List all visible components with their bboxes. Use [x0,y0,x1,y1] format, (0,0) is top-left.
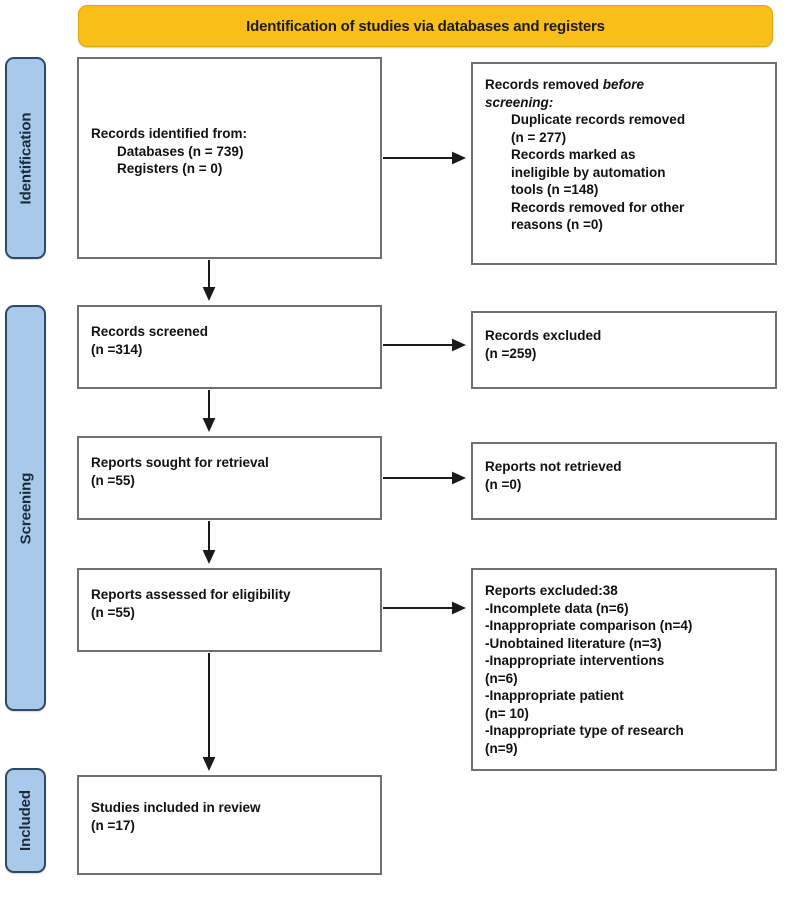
box-records-screened: Records screened (n =314) [77,305,382,389]
box-reports-assessed: Reports assessed for eligibility (n =55) [77,568,382,652]
box-records-excluded: Records excluded (n =259) [471,311,777,389]
records-screened-label: Records screened [91,324,209,339]
box-reports-not-retrieved: Reports not retrieved (n =0) [471,442,777,520]
reports-assessed-label: Reports assessed for eligibility [91,587,291,602]
records-removed-heading-before: before [602,77,645,92]
box-records-removed-text: Records removed before screening: Duplic… [485,76,767,234]
reports-sought-n: (n =55) [91,472,135,488]
reports-not-retrieved-n: (n =0) [485,476,522,492]
box-records-screened-text: Records screened (n =314) [91,323,372,358]
box-records-identified: Records identified from: Databases (n = … [77,57,382,259]
box-records-excluded-text: Records excluded (n =259) [485,327,767,362]
reports-excluded-reason-4-n: (n=6) [485,670,518,686]
records-excluded-n: (n =259) [485,345,537,361]
reports-excluded-reason-4: -Inappropriate interventions [485,653,665,669]
stage-label-included: Included [5,768,46,873]
box-reports-excluded: Reports excluded:38 -Incomplete data (n=… [471,568,777,771]
records-removed-automation-2: ineligible by automation [511,164,666,180]
box-reports-not-retrieved-text: Reports not retrieved (n =0) [485,458,767,493]
box-records-identified-text: Records identified from: Databases (n = … [91,125,372,178]
header-title: Identification of studies via databases … [246,17,605,35]
records-identified-registers: Registers (n = 0) [117,161,223,177]
reports-assessed-n: (n =55) [91,604,135,620]
records-removed-other-1: Records removed for other [511,199,685,215]
header-banner: Identification of studies via databases … [78,5,773,47]
box-reports-sought-text: Reports sought for retrieval (n =55) [91,454,372,489]
stage-label-included-text: Included [17,790,34,851]
records-excluded-label: Records excluded [485,328,602,343]
stage-label-screening: Screening [5,305,46,711]
records-screened-n: (n =314) [91,341,143,357]
box-reports-sought: Reports sought for retrieval (n =55) [77,436,382,520]
reports-excluded-reason-2: -Inappropriate comparison (n=4) [485,618,693,634]
reports-excluded-reason-1: -Incomplete data (n=6) [485,600,629,616]
records-removed-automation-n: tools (n =148) [511,182,599,198]
records-removed-automation-1: Records marked as [511,147,636,163]
stage-label-identification: Identification [5,57,46,259]
box-studies-included: Studies included in review (n =17) [77,775,382,875]
reports-excluded-reason-3: -Unobtained literature (n=3) [485,635,662,651]
reports-excluded-reason-6: -Inappropriate type of research [485,723,684,739]
records-removed-duplicates: Duplicate records removed [511,112,686,128]
stage-label-identification-text: Identification [17,112,34,204]
records-removed-heading-a: Records removed [485,77,603,92]
reports-sought-label: Reports sought for retrieval [91,455,269,470]
records-identified-databases: Databases (n = 739) [117,143,244,159]
records-removed-duplicates-n: (n = 277) [511,129,567,145]
box-reports-excluded-text: Reports excluded:38 -Incomplete data (n=… [485,582,767,757]
box-studies-included-text: Studies included in review (n =17) [91,799,372,834]
box-reports-assessed-text: Reports assessed for eligibility (n =55) [91,586,372,621]
studies-included-n: (n =17) [91,817,135,833]
stage-label-screening-text: Screening [17,472,34,544]
reports-excluded-reason-5: -Inappropriate patient [485,688,624,704]
studies-included-label: Studies included in review [91,800,261,815]
records-removed-heading: Records removed before [485,76,767,94]
records-identified-line-1: Records identified from: [91,126,248,141]
records-removed-other-n: reasons (n =0) [511,217,603,233]
box-records-removed: Records removed before screening: Duplic… [471,62,777,265]
reports-excluded-heading: Reports excluded:38 [485,583,618,598]
records-removed-heading-2: screening: [485,94,554,110]
reports-not-retrieved-label: Reports not retrieved [485,459,622,474]
reports-excluded-reason-5-n: (n= 10) [485,705,529,721]
reports-excluded-reason-6-n: (n=9) [485,740,518,756]
